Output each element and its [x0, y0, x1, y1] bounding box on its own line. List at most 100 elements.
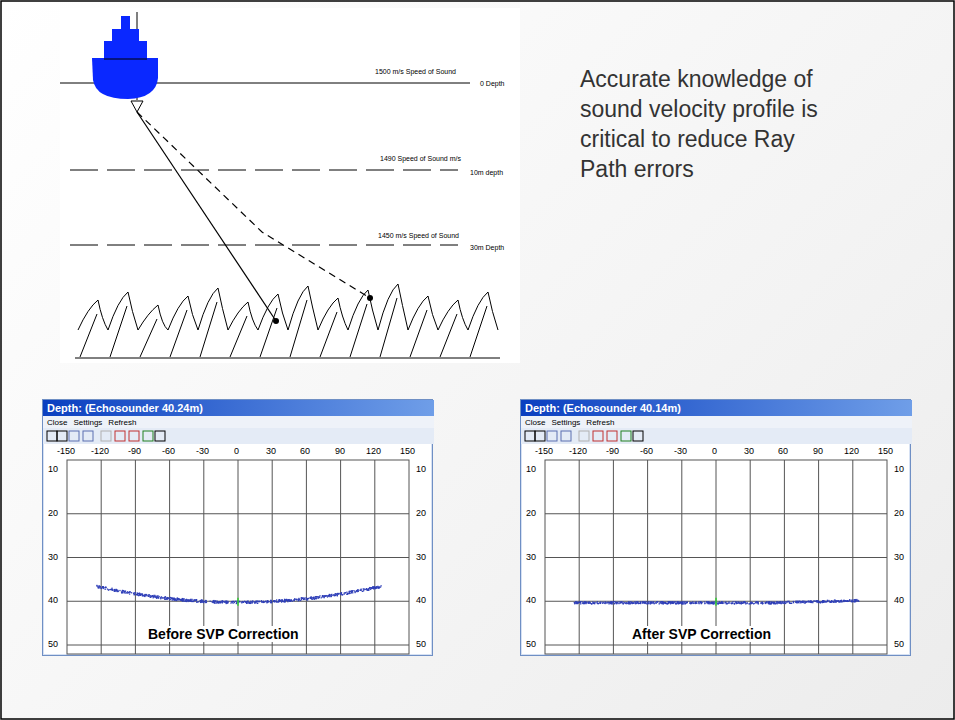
sounding-point: [635, 603, 636, 604]
sounding-point: [262, 602, 263, 603]
sounding-point: [636, 601, 637, 602]
title-bar: [521, 400, 912, 416]
hatch-stroke: [140, 319, 157, 357]
sounding-point: [689, 603, 690, 604]
sounding-point: [614, 603, 615, 604]
sounding-point: [186, 601, 187, 602]
sounding-point: [111, 589, 112, 590]
sounding-point: [234, 602, 235, 603]
sounding-point: [750, 602, 751, 603]
sounding-point: [150, 595, 151, 596]
sounding-point: [722, 603, 723, 604]
sounding-point: [287, 601, 288, 602]
sounding-point: [231, 601, 232, 602]
sounding-point: [230, 602, 231, 603]
sounding-point: [793, 602, 794, 603]
sounding-point: [142, 594, 143, 595]
sounding-point: [114, 589, 115, 590]
sounding-point: [644, 602, 645, 603]
sounding-point: [125, 592, 126, 593]
sounding-point: [830, 601, 831, 602]
sounding-point: [181, 599, 182, 600]
sounding-point: [220, 601, 221, 602]
sounding-point: [245, 601, 246, 602]
sounding-point: [834, 600, 835, 601]
axis-tick-label: -60: [162, 446, 175, 456]
sounding-point: [358, 591, 359, 592]
sounding-point: [820, 602, 821, 603]
sounding-point: [137, 594, 138, 595]
sounding-point: [582, 602, 583, 603]
sounding-point: [585, 601, 586, 602]
sounding-point: [669, 602, 670, 603]
sounding-point: [666, 603, 667, 604]
sounding-point: [741, 603, 742, 604]
sounding-point: [577, 602, 578, 603]
sounding-point: [714, 603, 715, 604]
sounding-point: [693, 603, 694, 604]
sounding-point: [661, 603, 662, 604]
sounding-point: [142, 593, 143, 594]
sounding-point: [167, 598, 168, 599]
sounding-point: [109, 589, 110, 590]
sounding-point: [612, 602, 613, 603]
sounding-point: [690, 603, 691, 604]
sounding-point: [620, 601, 621, 602]
sounding-point: [756, 601, 757, 602]
toolbar-icon: [47, 431, 57, 441]
sounding-point: [298, 600, 299, 601]
sounding-point: [820, 602, 821, 603]
sounding-point: [267, 600, 268, 601]
axis-tick-label: 50: [894, 639, 904, 649]
sounding-point: [668, 602, 669, 603]
sounding-point: [838, 600, 839, 601]
sounding-point: [281, 599, 282, 600]
sounding-point: [741, 602, 742, 603]
sounding-point: [225, 602, 226, 603]
sounding-point: [743, 602, 744, 603]
sounding-point: [737, 602, 738, 603]
sounding-point: [737, 603, 738, 604]
sounding-point: [626, 603, 627, 604]
sounding-point: [577, 602, 578, 603]
plot-frame: [67, 460, 409, 654]
sounding-point: [349, 593, 350, 594]
sounding-point: [334, 593, 335, 594]
sounding-point: [634, 601, 635, 602]
sounding-point: [278, 600, 279, 601]
sounding-point: [99, 586, 100, 587]
sounding-point: [124, 592, 125, 593]
sounding-point: [310, 597, 311, 598]
axis-tick-label: 150: [878, 446, 893, 456]
sounding-point: [621, 602, 622, 603]
sounding-point: [313, 597, 314, 598]
sounding-point: [668, 603, 669, 604]
sounding-point: [611, 602, 612, 603]
sounding-point: [185, 601, 186, 602]
sounding-point: [633, 602, 634, 603]
sounding-point: [101, 588, 102, 589]
sounding-point: [149, 594, 150, 595]
sounding-point: [350, 591, 351, 592]
sounding-point: [698, 601, 699, 602]
sounding-point: [179, 599, 180, 600]
sounding-point: [276, 601, 277, 602]
sounding-point: [232, 601, 233, 602]
sounding-point: [370, 589, 371, 590]
sounding-point: [337, 594, 338, 595]
sounding-point: [205, 600, 206, 601]
sounding-point: [656, 601, 657, 602]
sounding-point: [112, 589, 113, 590]
sounding-point: [349, 591, 350, 592]
sounding-point: [795, 601, 796, 602]
sounding-point: [774, 602, 775, 603]
sounding-point: [610, 603, 611, 604]
sounding-point: [574, 602, 575, 603]
sounding-point: [338, 593, 339, 594]
sounding-point: [279, 601, 280, 602]
sounding-point: [329, 596, 330, 597]
sounding-point: [295, 599, 296, 600]
sounding-point: [827, 601, 828, 602]
sounding-point: [300, 600, 301, 601]
sounding-point: [639, 603, 640, 604]
